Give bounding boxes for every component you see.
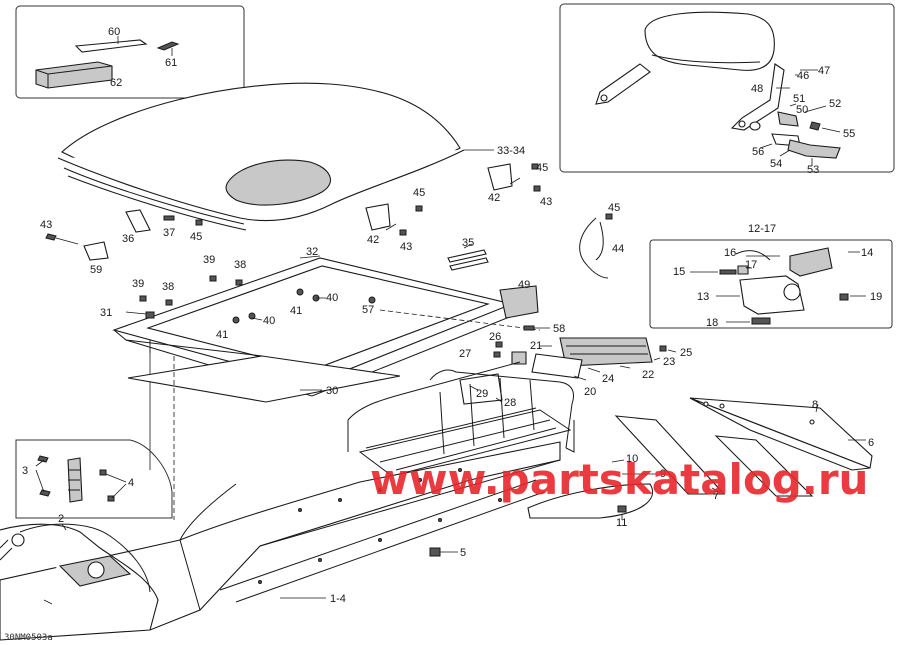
label-51: 51 (793, 93, 805, 105)
label-33-34: 33-34 (497, 145, 525, 157)
backrest-inset (559, 3, 895, 173)
label-40b: 40 (263, 315, 275, 327)
storage-tray (112, 255, 550, 470)
label-9: 9 (660, 468, 666, 480)
reference-code: 30NM0503a (4, 633, 53, 643)
label-53: 53 (807, 164, 819, 176)
label-5: 5 (460, 547, 466, 559)
label-18: 18 (706, 317, 718, 329)
label-45a: 45 (536, 162, 548, 174)
label-41a: 41 (290, 305, 302, 317)
label-32: 32 (306, 246, 318, 258)
label-8: 8 (812, 399, 818, 411)
label-47: 47 (818, 65, 830, 77)
label-24: 24 (602, 373, 614, 385)
label-45b: 45 (413, 187, 425, 199)
mounting-inset (15, 439, 173, 519)
label-19: 19 (870, 291, 882, 303)
label-6: 6 (868, 437, 874, 449)
label-3: 3 (22, 465, 28, 477)
label-52: 52 (829, 98, 841, 110)
label-16: 16 (724, 247, 736, 259)
label-28: 28 (504, 397, 516, 409)
label-45c: 45 (190, 231, 202, 243)
label-12-17: 12-17 (748, 223, 776, 235)
label-29: 29 (476, 388, 488, 400)
tunnel-chassis (0, 356, 561, 641)
label-43b: 43 (400, 241, 412, 253)
label-2: 2 (58, 513, 64, 525)
label-39: 39 (132, 278, 144, 290)
label-46: 46 (797, 70, 809, 82)
label-21: 21 (530, 340, 542, 352)
label-55: 55 (843, 128, 855, 140)
label-11: 11 (616, 517, 627, 529)
label-41b: 41 (216, 329, 228, 341)
label-42a: 42 (488, 192, 500, 204)
label-20: 20 (584, 386, 596, 398)
label-23: 23 (663, 356, 675, 368)
mud-flaps (527, 397, 873, 520)
label-30: 30 (326, 385, 338, 397)
label-43a: 43 (540, 196, 552, 208)
seat-brackets (45, 163, 541, 261)
label-13: 13 (697, 291, 709, 303)
label-60: 60 (108, 26, 120, 38)
label-39-dup: 39 (203, 254, 215, 266)
label-22: 22 (642, 369, 654, 381)
floor-panel (127, 355, 401, 403)
seat-cushion (57, 82, 494, 231)
label-1-4: 1-4 (330, 593, 346, 605)
label-50: 50 (796, 104, 808, 116)
label-56: 56 (752, 146, 764, 158)
label-4: 4 (128, 477, 134, 489)
label-38b: 38 (234, 259, 246, 271)
label-7: 7 (713, 490, 719, 502)
label-43c: 43 (40, 219, 52, 231)
label-17: 17 (745, 259, 757, 271)
watermark: www.partskatalog.ru (370, 455, 868, 504)
label-31: 31 (100, 307, 112, 319)
label-10: 10 (626, 453, 638, 465)
label-40a: 40 (326, 292, 338, 304)
label-38a: 38 (162, 281, 174, 293)
label-36: 36 (122, 233, 134, 245)
label-27: 27 (459, 348, 471, 360)
label-14: 14 (861, 247, 873, 259)
label-48: 48 (751, 83, 763, 95)
label-54: 54 (770, 158, 782, 170)
label-25: 25 (680, 347, 692, 359)
label-35: 35 (462, 237, 474, 249)
label-45d: 45 (608, 202, 620, 214)
taillight-inset (649, 239, 893, 329)
label-59: 59 (90, 264, 102, 276)
label-61: 61 (165, 57, 177, 69)
label-37: 37 (163, 227, 175, 239)
bag-inset (15, 5, 245, 99)
rod-and-cable (447, 213, 613, 279)
label-49: 49 (518, 279, 530, 291)
label-15: 15 (673, 266, 685, 278)
label-42b: 42 (367, 234, 379, 246)
label-57: 57 (362, 304, 374, 316)
label-58: 58 (553, 323, 565, 335)
label-62: 62 (110, 77, 122, 89)
label-26: 26 (489, 331, 501, 343)
luggage-rack (347, 361, 575, 477)
label-44: 44 (612, 243, 624, 255)
